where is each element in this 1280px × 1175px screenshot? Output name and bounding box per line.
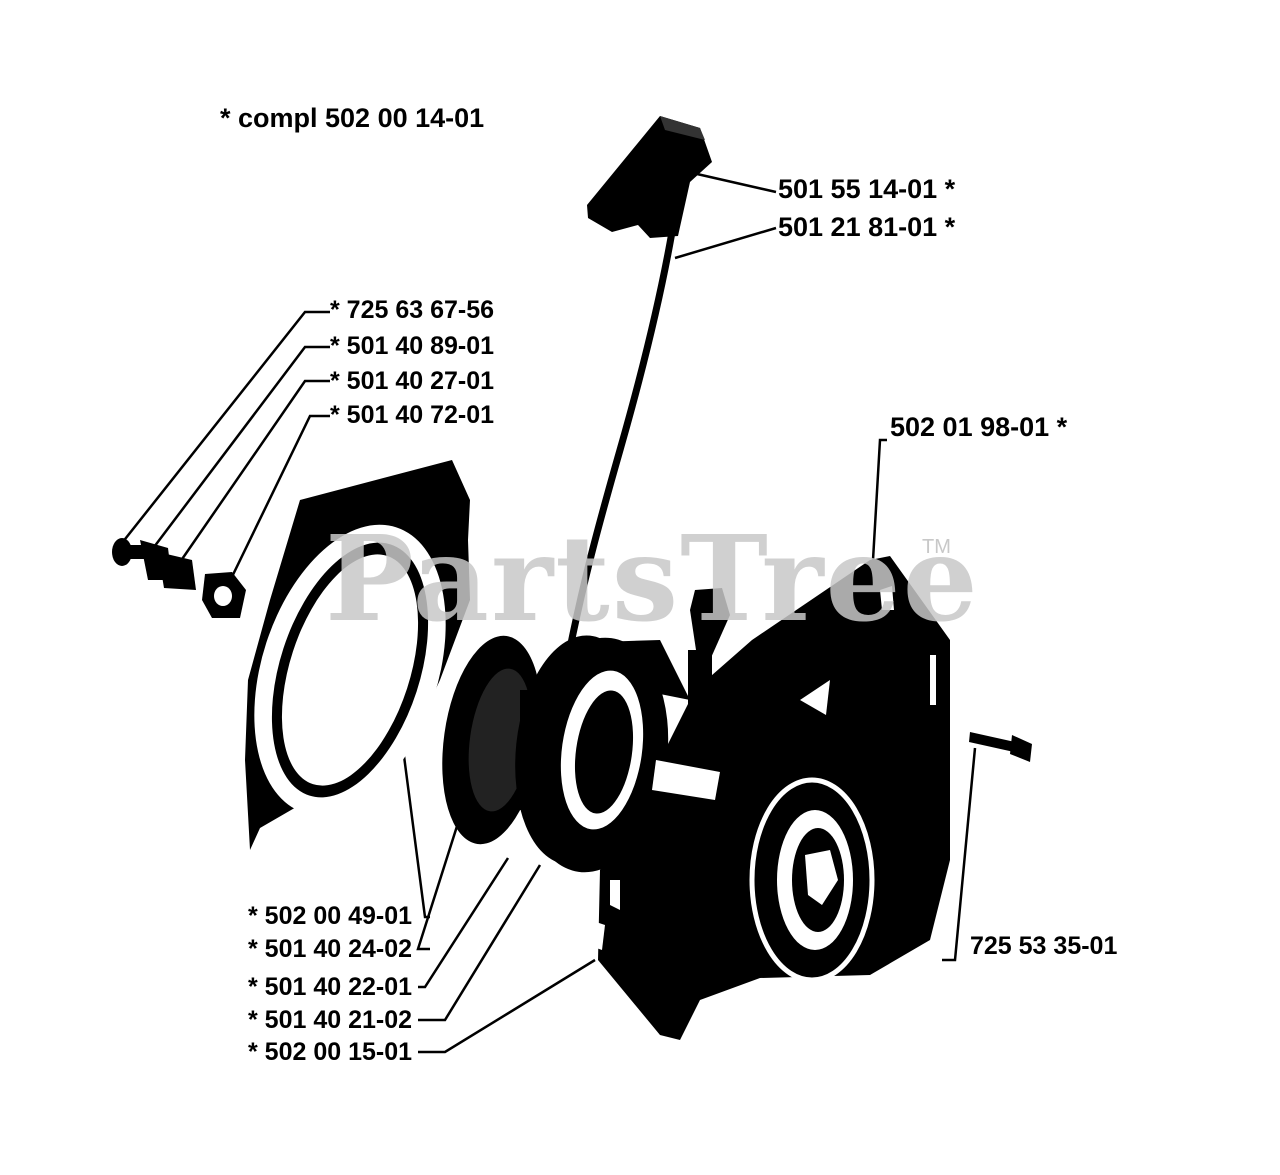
part-label-washer-a: * 501 40 89-01 [330,332,495,360]
part-label-pulley: * 501 40 24-02 [248,935,413,963]
part-label-housing: 502 01 98-01 * [890,412,1068,442]
cord-icon [556,231,676,701]
washer-icon [112,538,246,618]
part-label-bushing: * 501 40 72-01 [330,401,495,429]
part-label-cord: 501 21 81-01 * [778,212,956,242]
part-label-screw-a: * 725 63 67-56 [330,296,495,324]
part-label-spring: * 501 40 22-01 [248,973,413,1001]
watermark: PartsTree [325,509,980,648]
starter-handle-icon [587,116,712,238]
part-label-spring-cover: * 501 40 21-02 [248,1006,413,1034]
part-label-washer-b: * 501 40 27-01 [330,367,495,395]
part-label-starter-housing: * 502 00 15-01 [248,1038,413,1066]
watermark-trademark: TM [922,536,951,558]
part-label-housing-screw: 725 53 35-01 [970,932,1118,960]
housing-icon [588,556,950,1040]
cover-plate-icon [245,460,470,850]
part-label-handle: 501 55 14-01 * [778,174,956,204]
part-label-cover-plate: * 502 00 49-01 [248,902,413,930]
assembly-title: * compl 502 00 14-01 [220,103,485,133]
spring-cover-icon [521,637,690,873]
screw-icon [969,732,1032,762]
